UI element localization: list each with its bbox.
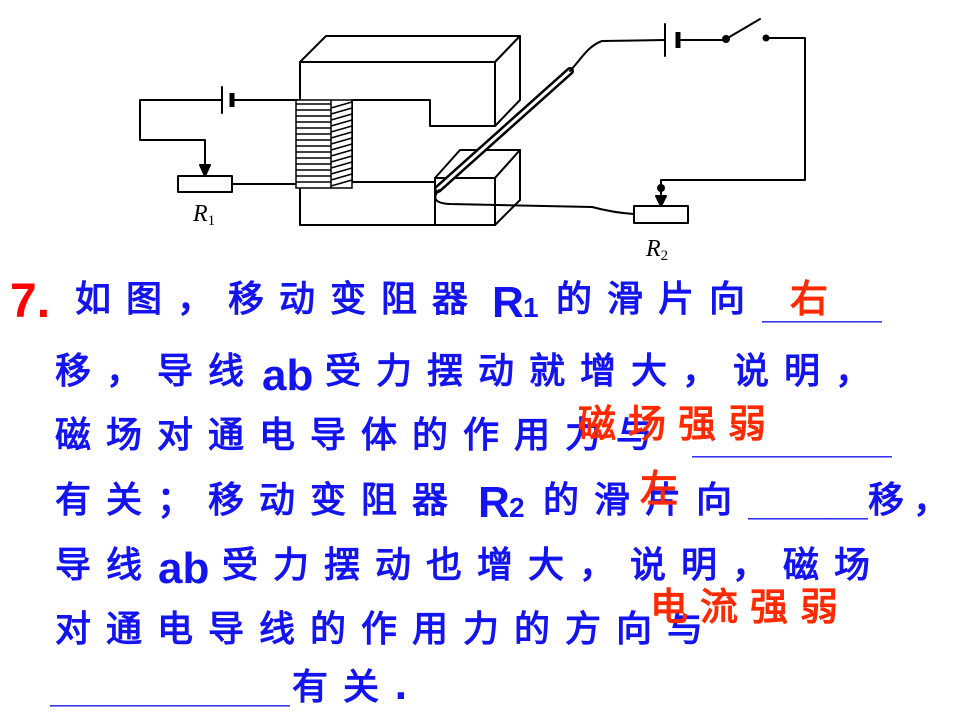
line1-resistor-letter: R (492, 278, 524, 327)
line1-text-a: 如图，移动变阻器 (75, 279, 484, 320)
coil-turn-front (330, 161, 353, 169)
left-circuit (139, 86, 299, 193)
answer-blank2: 磁场强弱 (578, 402, 779, 446)
conductor-ab-core (436, 69, 572, 191)
r1-label: R1 (192, 201, 215, 229)
r2-label-subscript: 2 (661, 248, 669, 264)
line6-text-a: 对通电导线的作用力的方向与 (55, 609, 719, 650)
r2-slider-arrow (655, 195, 667, 207)
line5-text-a: 导线 (55, 545, 158, 586)
coil-turn-front (330, 125, 353, 133)
line1-text-b: 的滑片向 (556, 279, 761, 320)
coil-turn-front (330, 149, 353, 157)
coil (295, 99, 353, 189)
line4-text-b: 的滑片向 (543, 480, 748, 521)
core-top-face (299, 35, 521, 63)
line7-blank: ____________ (50, 670, 290, 710)
switch-blade (725, 18, 761, 40)
r2-label-letter: R (645, 236, 661, 262)
line3-blank: __________ (692, 421, 892, 461)
line2-text-b: 受力摆动就增大，说明， (325, 351, 887, 392)
r2-label: R2 (645, 236, 668, 264)
r2-slider-junction (657, 184, 665, 192)
conductor-ab (434, 67, 574, 193)
coil-body (295, 99, 353, 189)
question-number: 7. (10, 275, 51, 328)
coil-turn-front (330, 101, 353, 109)
line4-resistor-subscript: 2 (509, 492, 525, 523)
line2-conductor-ab: ab (262, 351, 314, 400)
line3-text-a: 磁场对通电导体的作用力与 (55, 415, 668, 456)
r1-label-subscript: 1 (208, 213, 216, 229)
coil-turn-front (330, 137, 353, 145)
coil-turn-front (330, 113, 353, 121)
resistor-r1 (177, 175, 233, 193)
line4-text-a: 有关；移动变阻器 (55, 480, 464, 521)
wire-ab-to-r2 (434, 189, 635, 215)
coil-turns (296, 101, 353, 187)
resistor-r2 (633, 205, 689, 224)
right-circuit (434, 18, 806, 224)
line5-conductor-ab: ab (158, 544, 210, 593)
coil-turn-front (330, 107, 353, 115)
coil-turn-front (330, 119, 353, 127)
wire-ab-to-battery2 (569, 39, 666, 72)
coil-turn-front (330, 143, 353, 151)
answer-blank4: 电流强弱 (650, 585, 851, 629)
line5-text-b: 受力摆动也增大，说明，磁场 (222, 545, 886, 586)
line1-resistor-subscript: 1 (523, 292, 539, 323)
coil-turn-front (330, 167, 353, 175)
answer-blank1: 右 (790, 277, 841, 321)
circuit-diagram: R1 R2 (139, 18, 806, 264)
coil-turn-front (330, 173, 353, 181)
line4-text-c: 移， (868, 481, 958, 521)
line2-text-a: 移，导线 (55, 351, 260, 392)
line1-blank: ______ (762, 286, 882, 326)
line4-resistor-letter: R (478, 478, 510, 527)
wire-battery1-to-r1-slider (139, 99, 223, 166)
answer-blank3: 左 (640, 467, 691, 511)
coil-turn-front (330, 155, 353, 163)
line4-blank: ______ (748, 483, 868, 523)
line7-text-a: 有关. (292, 667, 423, 708)
r1-label-letter: R (192, 201, 208, 227)
r1-slider-arrow (199, 164, 211, 177)
coil-turn-front (330, 131, 353, 139)
wire-switch-to-r2-slider (660, 37, 806, 197)
coil-turn-front (330, 179, 353, 187)
